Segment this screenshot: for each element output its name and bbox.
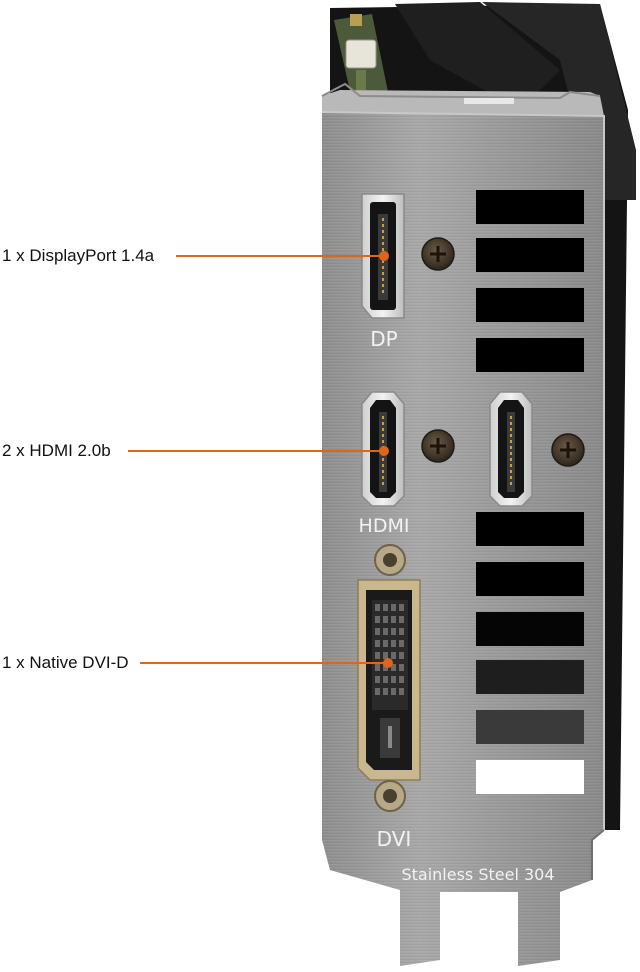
callout-dot-dp (379, 251, 389, 261)
engraving-material: Stainless Steel 304 (401, 865, 554, 884)
dvi-standoff-bottom (374, 780, 406, 812)
callout-label-displayport: 1 x DisplayPort 1.4a (2, 246, 155, 265)
callout-label-hdmi: 2 x HDMI 2.0b (2, 441, 111, 460)
vent-slots (476, 190, 584, 794)
engraving-hdmi: HDMI (359, 515, 410, 537)
screw-hdmi-2 (551, 433, 585, 467)
engraving-dp: DP (370, 327, 397, 351)
screw-dp (421, 237, 455, 271)
callout-label-dvi: 1 x Native DVI-D (2, 653, 129, 672)
callout-lines (128, 251, 393, 668)
dvi-connector (357, 579, 421, 781)
hdmi-connector-2 (489, 391, 533, 507)
pcb-connector (334, 14, 388, 100)
callout-dot-dvi (383, 658, 393, 668)
callout-dot-hdmi (379, 446, 389, 456)
engraving-dvi: DVI (377, 827, 412, 851)
bracket-top-tab (321, 82, 604, 116)
screw-hdmi-1 (421, 429, 455, 463)
dvi-pin-grid (375, 604, 404, 695)
dvi-standoff-top (374, 544, 406, 576)
